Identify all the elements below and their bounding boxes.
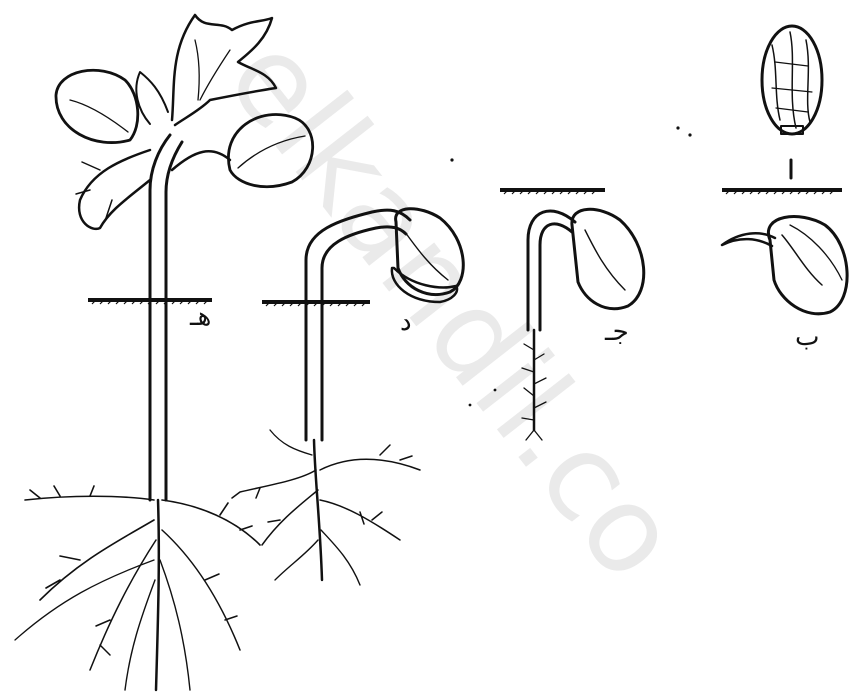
soil-line-d bbox=[262, 302, 370, 306]
stage-h-plant bbox=[15, 15, 313, 690]
watermark: elkandil.co bbox=[200, 11, 706, 604]
soil-line-b bbox=[722, 190, 842, 194]
stage-b-seedling bbox=[722, 217, 847, 314]
svg-text:elkandil.co: elkandil.co bbox=[200, 11, 706, 604]
stage-a-seed bbox=[762, 26, 822, 134]
stage-b-label: ب bbox=[795, 322, 819, 352]
stage-d-label: د bbox=[400, 307, 412, 337]
soil-line-c bbox=[500, 190, 605, 194]
stage-h-label: هـ bbox=[189, 302, 211, 332]
stage-j-label: جـ bbox=[604, 317, 629, 347]
